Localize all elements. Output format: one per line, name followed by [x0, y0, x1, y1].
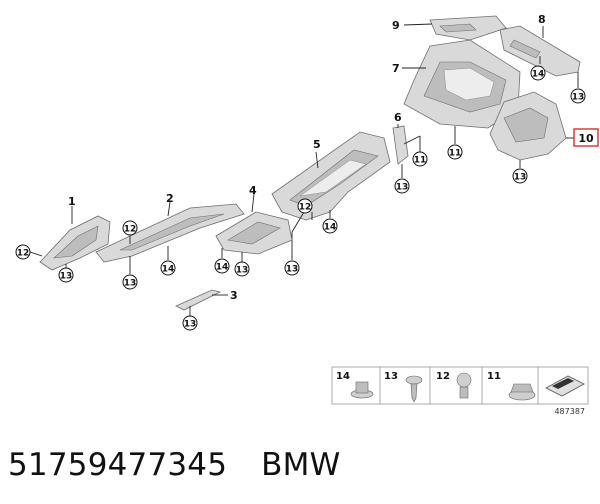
svg-text:14: 14 [216, 263, 229, 273]
fastener-callout-13: 13 [234, 261, 250, 277]
svg-text:13: 13 [572, 93, 585, 103]
part-1-heat-shield [39, 215, 111, 271]
svg-text:14: 14 [162, 265, 175, 275]
legend-label-14: 14 [336, 371, 350, 382]
svg-text:14: 14 [532, 70, 545, 80]
fastener-callout-12: 12 [122, 220, 138, 236]
legend-label-11: 11 [487, 371, 501, 382]
part-5-tunnel-heat-shield [271, 131, 391, 221]
callout-1: 1 [68, 195, 76, 208]
part-number: 51759477345 [8, 447, 228, 483]
hex-nut-icon [508, 383, 536, 401]
exploded-parts-diagram: 9 8 14 13 7 11 10 13 6 [15, 13, 599, 416]
fastener-callout-13: 13 [182, 315, 198, 331]
svg-text:13: 13 [124, 279, 137, 289]
callout-3: 3 [230, 289, 238, 302]
part-7-heat-shield [403, 39, 521, 129]
fastener-callout-11: 11 [447, 144, 463, 160]
part-10-heat-shield [489, 91, 567, 161]
callout-6: 6 [394, 111, 402, 124]
fastener-callout-13: 13 [570, 88, 586, 104]
svg-text:11: 11 [414, 156, 427, 166]
fastener-callout-14: 14 [214, 258, 230, 274]
callout-10: 10 [578, 132, 594, 145]
fastener-callout-13: 13 [122, 274, 138, 290]
part-6-bracket [392, 125, 409, 165]
footer: 51759477345 BMW [8, 442, 340, 488]
part-3-bracket [175, 289, 222, 311]
svg-text:12: 12 [299, 203, 312, 213]
clip-nut-icon [456, 372, 472, 399]
sheet-pad-icon [545, 375, 585, 397]
flange-nut-icon [350, 381, 374, 399]
brand-name: BMW [261, 447, 341, 483]
fastener-callout-14: 14 [160, 260, 176, 276]
diagram-reference-number: 487387 [554, 407, 585, 416]
fastener-callout-12: 12 [15, 244, 31, 260]
svg-text:12: 12 [17, 249, 30, 259]
legend-label-13: 13 [384, 371, 398, 382]
callout-5: 5 [313, 138, 321, 151]
fastener-callout-13: 13 [284, 260, 300, 276]
callout-9: 9 [392, 19, 400, 32]
screw-icon [405, 375, 423, 403]
fastener-callout-13: 13 [58, 267, 74, 283]
callout-4: 4 [249, 184, 257, 197]
part-9-heat-shield [429, 15, 507, 41]
legend-label-12: 12 [436, 371, 450, 382]
part-4-heat-shield [215, 211, 293, 255]
callout-8: 8 [538, 13, 546, 26]
fastener-callout-13: 13 [394, 178, 410, 194]
part-2-heat-shield-strip [95, 203, 245, 263]
callout-7: 7 [392, 62, 400, 75]
svg-text:13: 13 [236, 266, 249, 276]
part-8-heat-shield-strip [499, 25, 581, 77]
svg-text:11: 11 [449, 149, 462, 159]
callout-10-highlight [573, 128, 599, 147]
svg-text:13: 13 [60, 272, 73, 282]
svg-text:13: 13 [396, 183, 409, 193]
svg-text:12: 12 [124, 225, 137, 235]
svg-text:13: 13 [514, 173, 527, 183]
svg-text:13: 13 [286, 265, 299, 275]
fastener-callout-14: 14 [530, 65, 546, 81]
fastener-callout-12: 12 [297, 198, 313, 214]
fastener-callout-13: 13 [512, 168, 528, 184]
callout-2: 2 [166, 192, 174, 205]
fastener-callout-14: 14 [322, 218, 338, 234]
svg-text:14: 14 [324, 223, 337, 233]
svg-text:13: 13 [184, 320, 197, 330]
fastener-legend: 14 13 12 11 [331, 366, 589, 405]
fastener-callout-11: 11 [412, 151, 428, 167]
